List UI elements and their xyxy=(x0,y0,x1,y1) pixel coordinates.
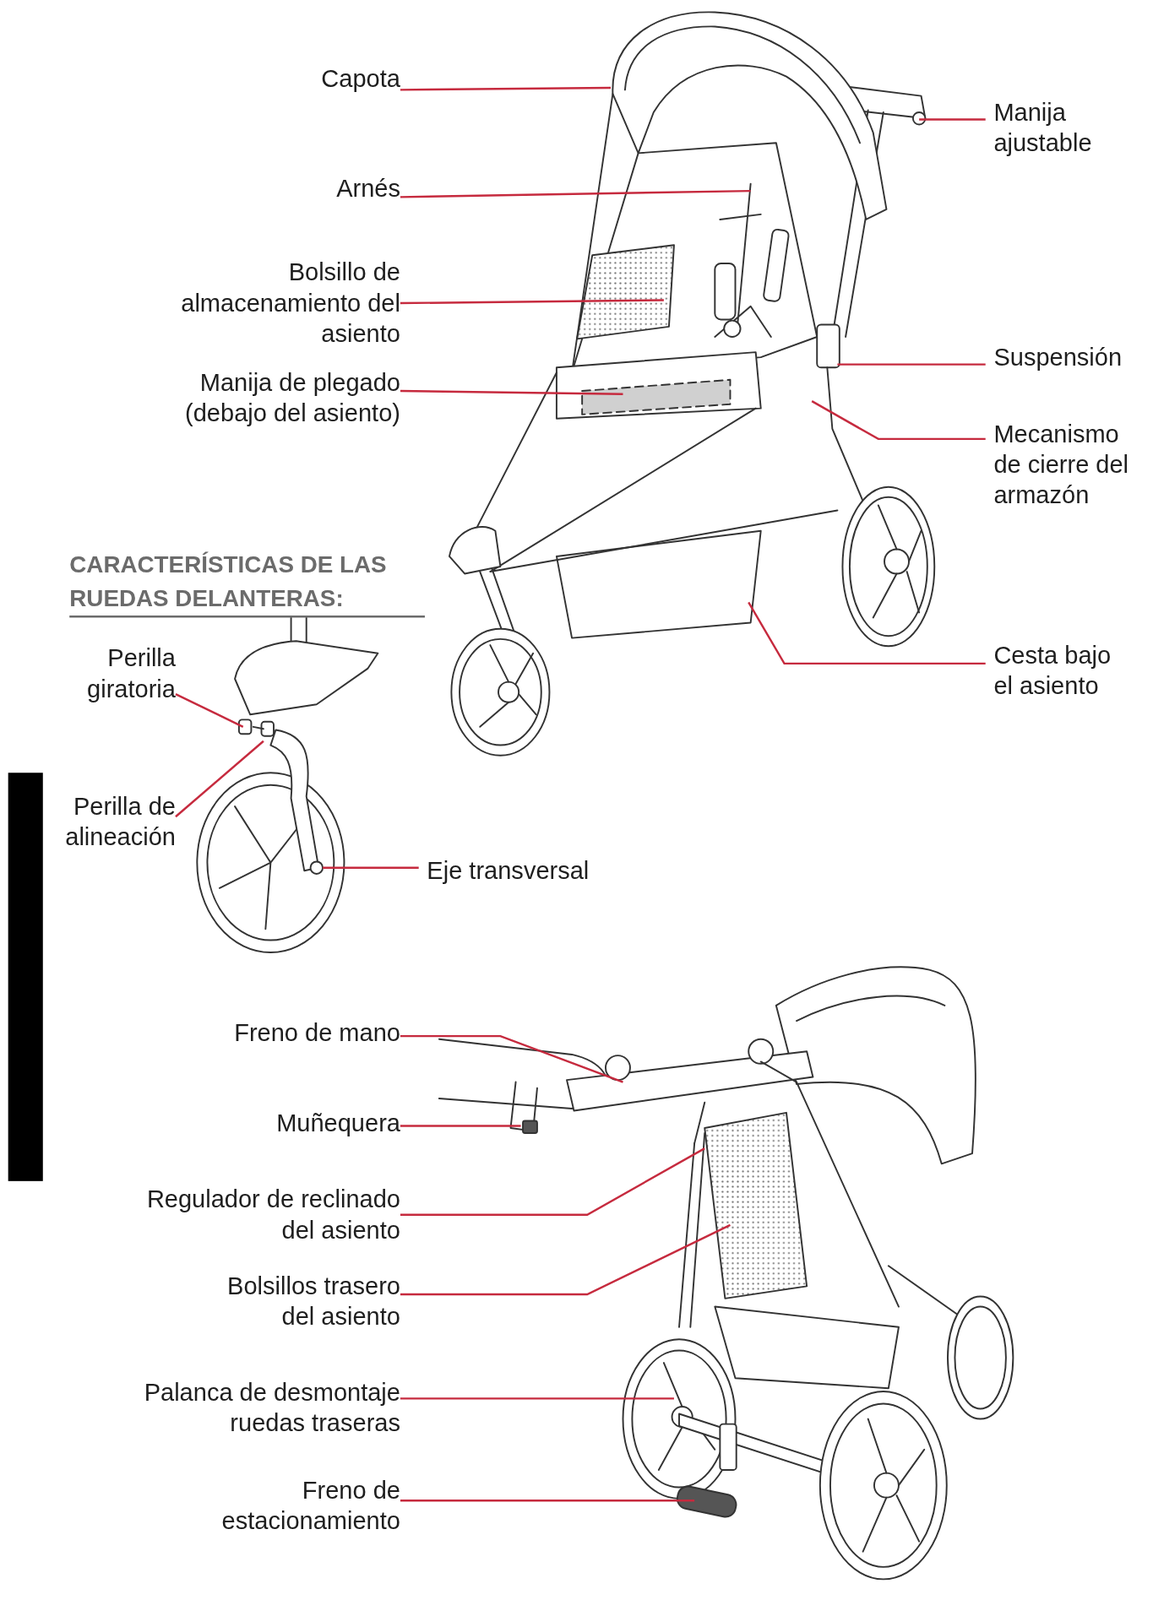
front-wheel-detail-part xyxy=(206,785,334,941)
leader-lines-part xyxy=(400,1225,731,1295)
section-heading: CARACTERÍSTICAS DE LAS RUEDAS DELANTERAS… xyxy=(69,548,452,616)
rear-view-stroller-part xyxy=(874,1473,899,1499)
leader-lines-part xyxy=(811,401,986,440)
leader-lines-part xyxy=(400,1036,624,1083)
leader-lines-part xyxy=(837,363,985,365)
leader-lines-part xyxy=(400,1500,695,1502)
front-wheel-detail-part xyxy=(270,729,319,871)
top-stroller-part xyxy=(762,228,789,303)
heading-rule xyxy=(69,615,425,618)
rear-view-stroller-part xyxy=(694,1061,797,1144)
leader-lines-part xyxy=(322,866,419,869)
leader-lines-part xyxy=(400,87,611,90)
leader-lines-part xyxy=(748,602,985,664)
top-stroller-part xyxy=(571,93,613,373)
front-wheel-detail-part xyxy=(219,806,307,930)
top-stroller xyxy=(449,11,935,756)
leader-lines-part xyxy=(400,1148,705,1216)
part-label: Arnés xyxy=(257,174,401,205)
top-stroller-part xyxy=(581,380,730,415)
top-stroller-part xyxy=(714,263,735,320)
rear-view-stroller-part xyxy=(704,1113,807,1300)
leader-lines xyxy=(175,87,986,1502)
front-wheel-detail-part xyxy=(253,727,264,729)
top-stroller-part xyxy=(884,549,909,574)
part-label: Bolsillos trasero del asiento xyxy=(190,1271,401,1333)
part-label: Perilla giratoria xyxy=(43,643,176,706)
top-stroller-part xyxy=(498,682,519,703)
part-label: Bolsillo de almacenamiento del asiento xyxy=(180,257,401,350)
rear-view-stroller-part xyxy=(863,1419,925,1553)
top-stroller-part xyxy=(479,645,536,728)
part-label: Manija de plegado (debajo del asiento) xyxy=(140,367,401,430)
top-stroller-part xyxy=(849,497,928,637)
top-stroller-part xyxy=(451,629,550,756)
part-label: Eje transversal xyxy=(426,855,672,887)
rear-view-stroller-part xyxy=(719,1424,736,1471)
front-wheel-detail-part xyxy=(310,861,324,875)
top-stroller-part xyxy=(576,244,675,339)
front-wheel-detail-part xyxy=(234,641,378,715)
part-label: Mecanismo de cierre del armazón xyxy=(993,418,1149,512)
rear-view-stroller-part xyxy=(522,1121,538,1135)
part-label: Capota xyxy=(257,63,401,94)
top-stroller-part xyxy=(449,527,501,574)
rear-view-stroller xyxy=(439,967,1013,1580)
rear-view-stroller-part xyxy=(679,1082,976,1328)
leader-lines-part xyxy=(175,694,244,728)
top-stroller-part xyxy=(459,639,542,746)
top-stroller-part xyxy=(723,320,740,338)
rear-view-stroller-part xyxy=(714,1307,899,1390)
top-stroller-part xyxy=(714,184,771,338)
rear-view-stroller-part xyxy=(830,1403,937,1567)
rear-view-stroller-part xyxy=(566,1051,813,1111)
part-label: Palanca de desmontaje ruedas traseras xyxy=(98,1377,401,1440)
rear-view-stroller-part xyxy=(820,1392,947,1580)
rear-view-stroller-part xyxy=(954,1307,1006,1410)
leader-lines-part xyxy=(400,391,624,395)
top-stroller-part xyxy=(556,352,762,419)
top-stroller-part xyxy=(842,487,935,648)
part-label: Muñequera xyxy=(195,1108,401,1139)
leader-lines-part xyxy=(400,1125,522,1127)
part-label: Freno de mano xyxy=(155,1017,401,1049)
part-label: Perilla de alineación xyxy=(38,791,176,854)
leader-lines-part xyxy=(400,1397,675,1400)
part-label: Suspensión xyxy=(993,342,1153,373)
rear-view-stroller-part xyxy=(796,996,945,1022)
leader-lines-part xyxy=(175,741,264,817)
rear-view-stroller-part xyxy=(748,1039,773,1065)
top-stroller-part xyxy=(571,142,817,373)
front-wheel-detail xyxy=(196,617,378,953)
side-tab xyxy=(8,772,44,1182)
leader-lines-part xyxy=(400,299,664,304)
top-stroller-part xyxy=(816,324,840,368)
front-wheel-detail-part xyxy=(291,617,307,643)
front-wheel-detail-part xyxy=(196,772,344,953)
top-stroller-part xyxy=(873,505,922,618)
top-stroller-part xyxy=(464,372,838,572)
part-label: Manija ajustable xyxy=(993,97,1137,159)
part-label: Cesta bajo el asiento xyxy=(993,640,1137,702)
part-label: Regulador de reclinado del asiento xyxy=(130,1184,401,1246)
part-label: Freno de estacionamiento xyxy=(185,1475,401,1538)
leader-lines-part xyxy=(400,190,751,197)
rear-view-stroller-part xyxy=(947,1296,1013,1420)
top-stroller-part xyxy=(556,531,762,639)
leader-lines-part xyxy=(919,118,986,120)
top-stroller-part xyxy=(625,26,860,143)
